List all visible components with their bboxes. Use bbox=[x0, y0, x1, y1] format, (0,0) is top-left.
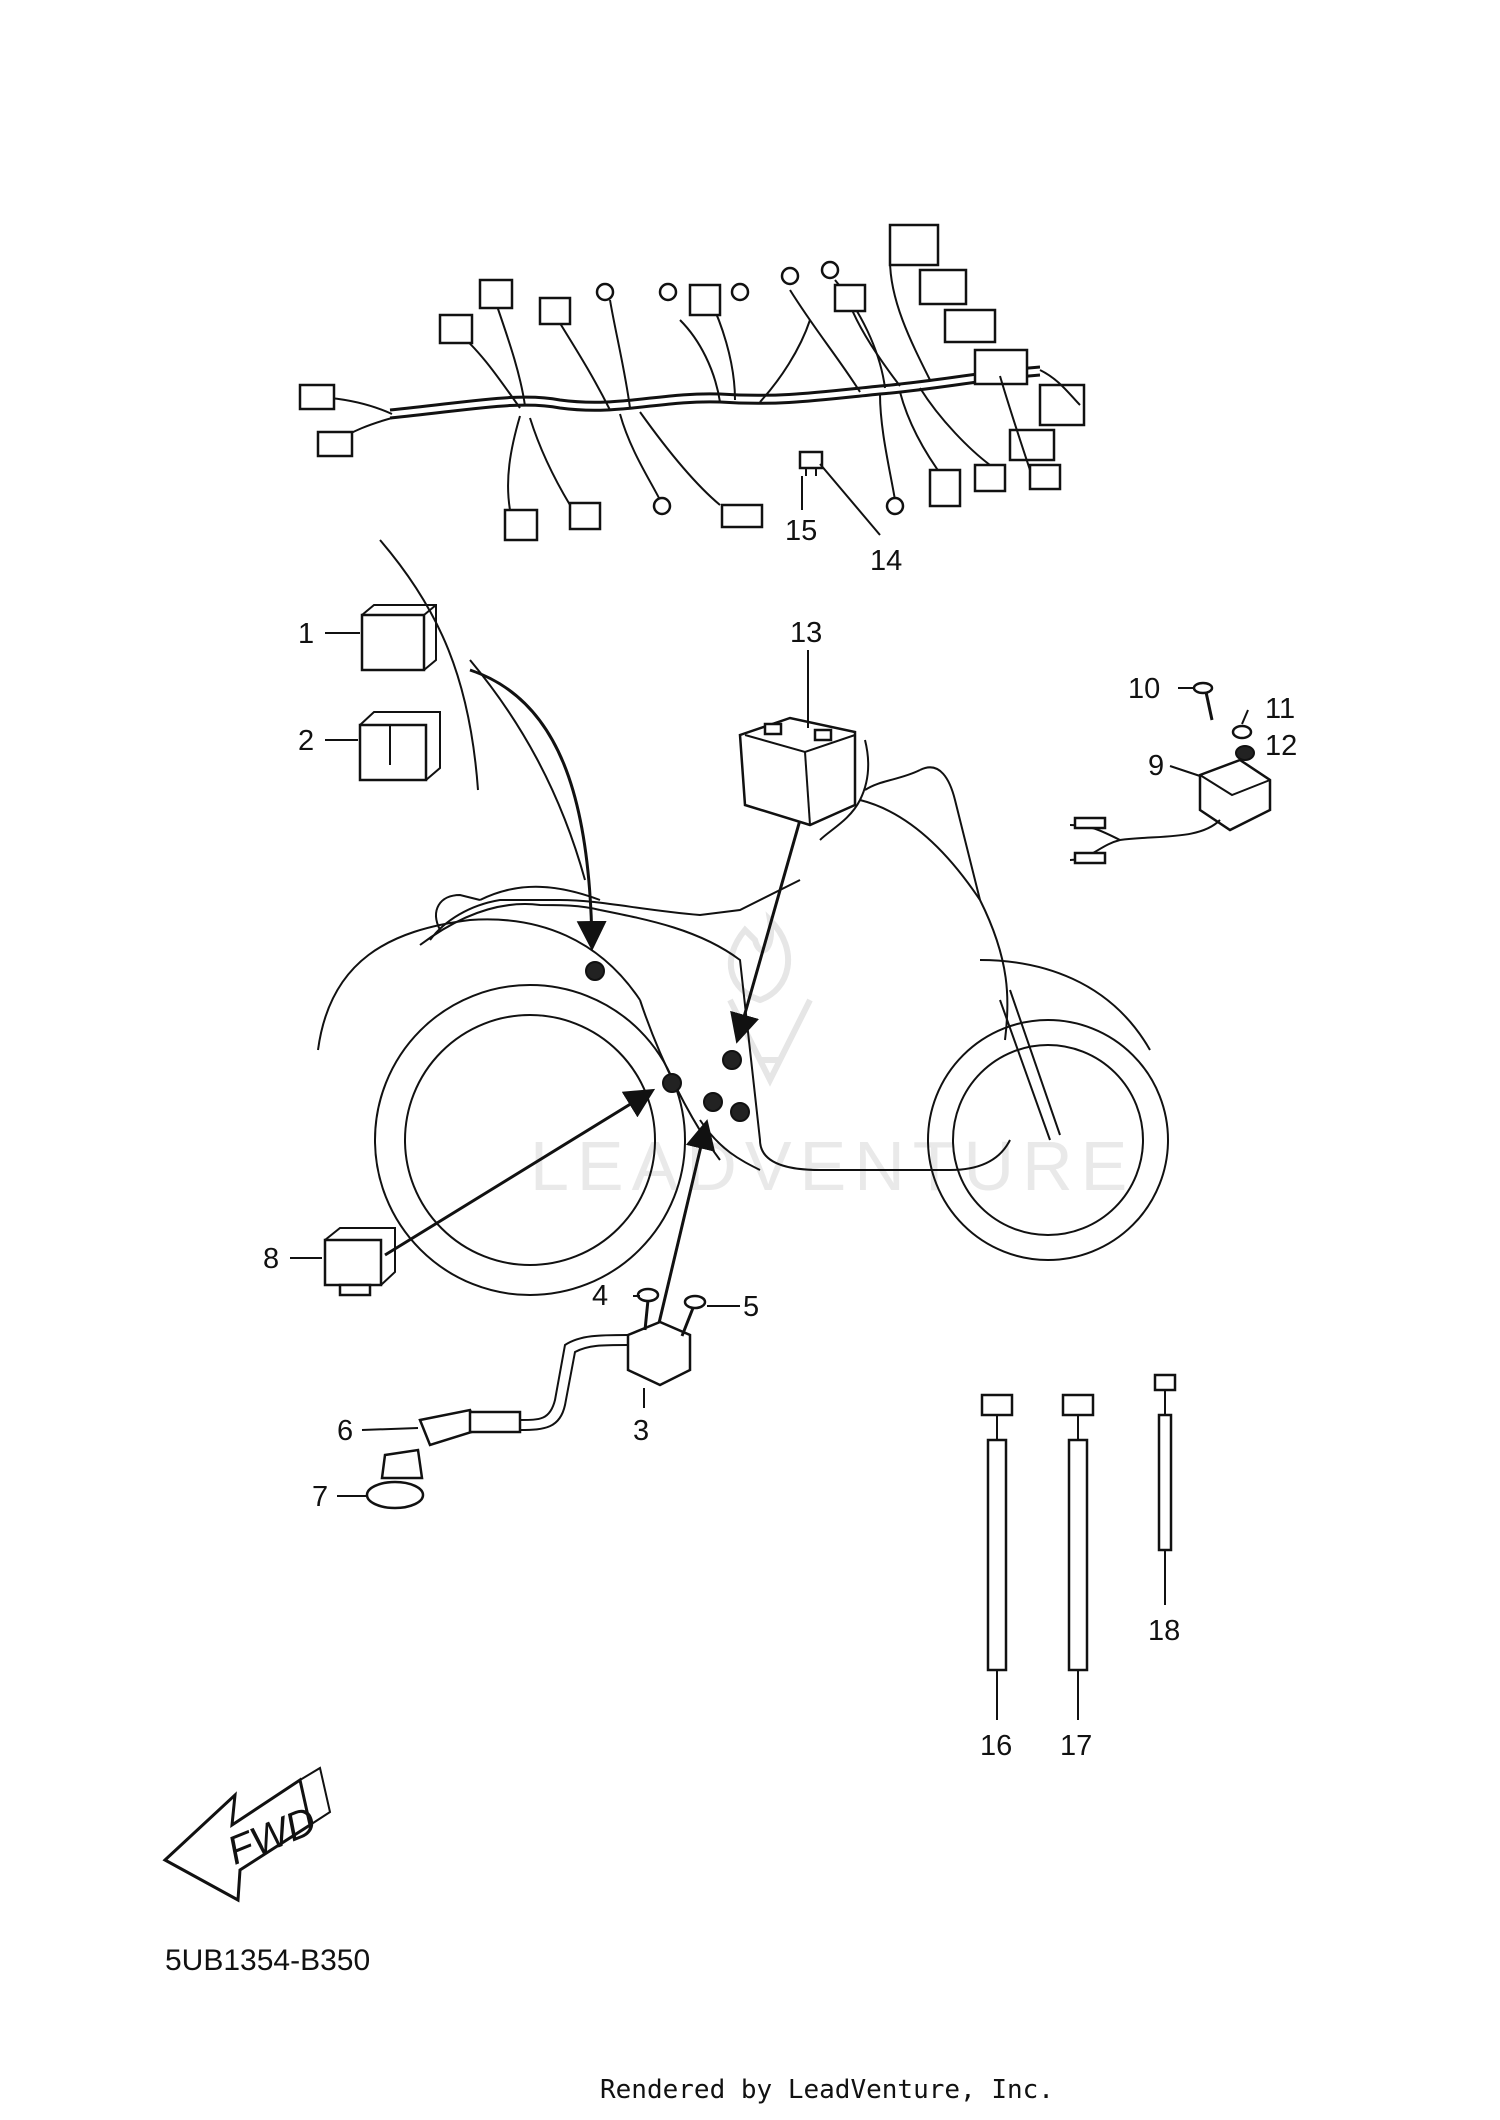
callout-18: 18 bbox=[1148, 1615, 1180, 1647]
callout-8: 8 bbox=[263, 1243, 279, 1275]
callout-15: 15 bbox=[785, 515, 817, 547]
callout-1: 1 bbox=[298, 618, 314, 650]
callout-2: 2 bbox=[298, 725, 314, 757]
part-11-washer bbox=[1231, 724, 1253, 740]
forward-direction-arrow-icon: FWD bbox=[162, 1766, 332, 1903]
part-17-cable-tie bbox=[1061, 1393, 1095, 1672]
callout-12: 12 bbox=[1265, 730, 1297, 762]
part-16-cable-tie bbox=[980, 1393, 1014, 1672]
watermark: LEADVENTURE bbox=[530, 911, 1135, 1205]
part-9-component bbox=[1069, 758, 1272, 865]
fwd-label: FWD bbox=[221, 1799, 322, 1874]
scooter-outline bbox=[317, 539, 1169, 1296]
leader-lines bbox=[290, 476, 1249, 1720]
diagram-code: 5UB1354-B350 bbox=[165, 1944, 370, 1977]
callout-5: 5 bbox=[743, 1291, 759, 1323]
callout-17: 17 bbox=[1060, 1730, 1092, 1762]
part-10-bolt bbox=[1192, 681, 1214, 721]
footer-credit: Rendered by LeadVenture, Inc. bbox=[600, 2075, 1054, 2105]
callout-16: 16 bbox=[980, 1730, 1012, 1762]
part-13-battery bbox=[738, 716, 857, 827]
part-2-relay-cover bbox=[358, 711, 441, 782]
callout-9: 9 bbox=[1148, 750, 1164, 782]
callout-14: 14 bbox=[870, 545, 902, 577]
callout-6: 6 bbox=[337, 1415, 353, 1447]
callout-4: 4 bbox=[592, 1280, 608, 1312]
part-18-cable-tie bbox=[1153, 1373, 1177, 1552]
wire-harness bbox=[298, 223, 1086, 542]
svg-text:LEADVENTURE: LEADVENTURE bbox=[530, 1127, 1135, 1205]
assembly-arrows bbox=[384, 668, 802, 1341]
callout-3: 3 bbox=[633, 1415, 649, 1447]
leader-14 bbox=[819, 463, 881, 536]
part-12-nut bbox=[1235, 745, 1255, 761]
part-5-screw bbox=[680, 1294, 707, 1337]
part-8-relay bbox=[323, 1227, 396, 1297]
connection-points bbox=[585, 961, 750, 1122]
callout-10: 10 bbox=[1128, 673, 1160, 705]
callout-13: 13 bbox=[790, 617, 822, 649]
part-1-relay bbox=[360, 604, 437, 672]
callout-7: 7 bbox=[312, 1481, 328, 1513]
part-6-spark-plug-cap bbox=[418, 1408, 522, 1447]
callout-numbers: 1 2 3 4 5 6 7 8 9 10 11 12 13 14 15 16 1… bbox=[263, 515, 1297, 1762]
part-3-ignition-coil bbox=[519, 1320, 692, 1431]
callout-11: 11 bbox=[1265, 693, 1295, 725]
part-7-plug-cover bbox=[365, 1448, 425, 1510]
